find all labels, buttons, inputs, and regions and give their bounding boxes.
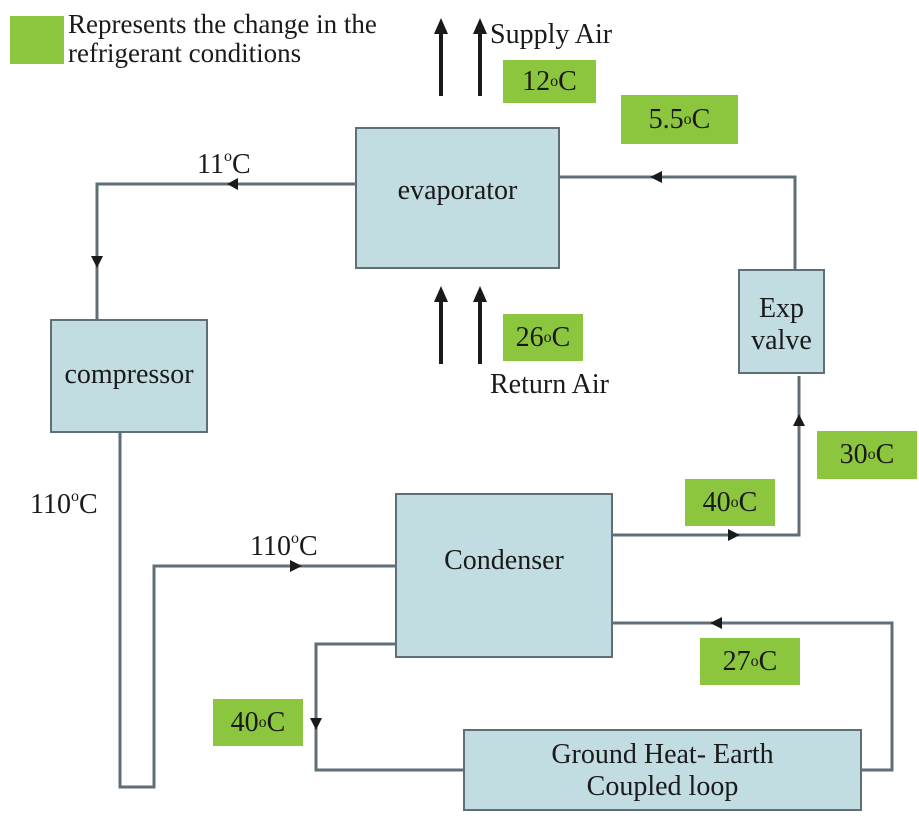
legend-swatch: [10, 16, 64, 64]
temp-unit: C: [78, 489, 98, 520]
flow-arrow-left-icon: [650, 171, 662, 183]
temp-value: 110: [30, 489, 71, 520]
temp-unit: C: [266, 706, 286, 738]
condenser-inlet-temp-label: 110oC: [250, 530, 318, 562]
evaporator-label: evaporator: [397, 175, 518, 206]
temp-unit: C: [551, 321, 571, 353]
temp-value: 12: [522, 65, 551, 97]
compressor-label: compressor: [64, 359, 194, 390]
ground-to-condenser-line: [613, 621, 894, 772]
evaporator-to-compressor-line: [95, 182, 355, 320]
flow-arrow-up-icon: [793, 414, 805, 426]
temp-unit: C: [691, 103, 711, 135]
temp-value: 40: [230, 706, 259, 738]
ground-loop-label: Ground Heat- Earth Coupled loop: [551, 739, 774, 802]
condenser-box: Condenser: [395, 493, 613, 658]
degree-sign: o: [223, 148, 232, 165]
temp-unit: C: [558, 65, 577, 97]
exp-valve-label: Exp valve: [751, 293, 812, 356]
evaporator-outlet-temp-label: 11oC: [197, 148, 251, 180]
flow-arrow-left-icon: [710, 617, 722, 629]
condenser-to-ground-line: [314, 642, 463, 772]
flow-arrow-down-icon: [310, 718, 322, 730]
temp-value: 5.5: [648, 103, 684, 135]
supply-air-label: Supply Air: [490, 19, 613, 50]
temp-unit: C: [738, 486, 758, 518]
condenser-label: Condenser: [444, 545, 564, 576]
temp-value: 30: [839, 439, 868, 470]
valve-to-evaporator-line: [560, 175, 797, 270]
evaporator-box: evaporator: [355, 127, 560, 269]
exp-valve-box: Exp valve: [738, 269, 825, 374]
flow-arrow-left-icon: [227, 178, 238, 190]
flow-arrow-down-icon: [91, 256, 103, 268]
temp-unit: C: [231, 149, 251, 180]
legend-text: Represents the change in the refrigerant…: [68, 9, 377, 68]
temp-value: 40: [702, 486, 731, 518]
temp-value: 27: [722, 645, 751, 677]
flow-arrow-right-icon: [728, 529, 740, 541]
condenser-to-valve-line: [613, 376, 801, 537]
temp-value: 110: [250, 531, 291, 562]
temp-value: 11: [197, 149, 224, 180]
ground-loop-box: Ground Heat- Earth Coupled loop: [463, 729, 862, 811]
temp-unit: C: [298, 531, 318, 562]
compressor-outlet-temp-label: 110oC: [30, 488, 98, 520]
degree-sign: o: [70, 488, 79, 505]
degree-sign: o: [290, 530, 299, 547]
temp-value: 26: [515, 321, 544, 353]
return-air-label: Return Air: [490, 369, 609, 400]
flow-arrow-right-icon: [290, 560, 302, 572]
temp-unit: C: [875, 439, 895, 470]
temp-unit: C: [758, 645, 778, 677]
compressor-discharge-line: [118, 432, 395, 789]
compressor-box: compressor: [50, 319, 208, 433]
